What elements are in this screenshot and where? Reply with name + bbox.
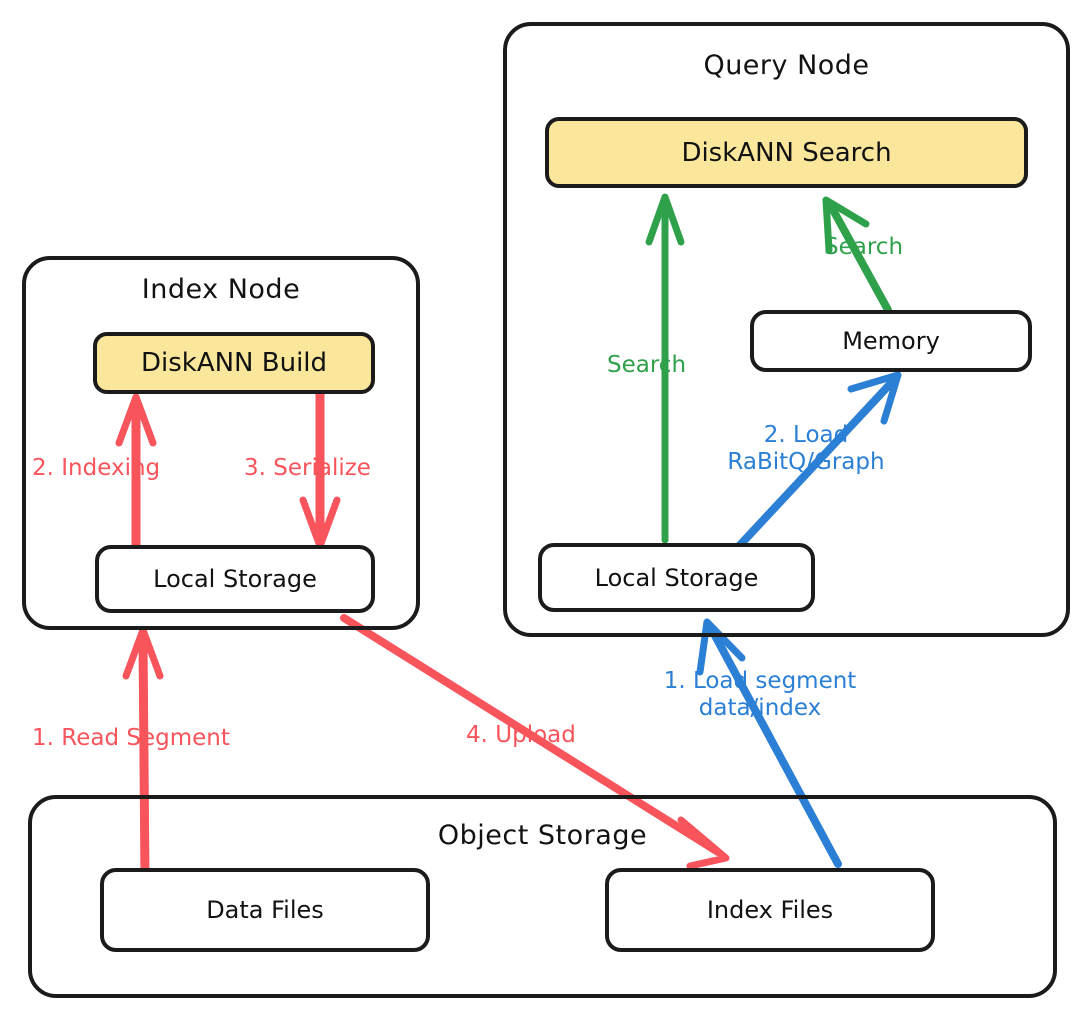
edge-load-rabitq [736, 371, 902, 549]
object-storage-container[interactable] [28, 795, 1057, 998]
edge-indexing [115, 393, 157, 550]
index-files-box[interactable]: Index Files [605, 868, 935, 952]
object-storage-title: Object Storage [437, 820, 648, 851]
diskann-build-label: DiskANN Build [140, 348, 328, 378]
memory-label: Memory [842, 327, 940, 355]
diskann-build-box[interactable]: DiskANN Build [93, 332, 375, 394]
query-node-title: Query Node [703, 50, 870, 81]
edge-read-segment [122, 626, 164, 885]
edge-search-disk [645, 193, 685, 544]
edge-search-memory [822, 196, 892, 314]
index-node-local-storage-label: Local Storage [153, 565, 317, 593]
index-files-label: Index Files [706, 896, 834, 924]
diskann-search-box[interactable]: DiskANN Search [545, 117, 1028, 188]
index-node-local-storage-box[interactable]: Local Storage [95, 545, 375, 613]
edge-load-segment [696, 618, 842, 868]
query-node-container[interactable] [503, 22, 1070, 637]
index-node-container[interactable] [22, 256, 420, 630]
index-node-title: Index Node [141, 274, 301, 305]
diskann-search-label: DiskANN Search [681, 137, 892, 168]
edge-upload [340, 614, 730, 870]
data-files-box[interactable]: Data Files [100, 868, 430, 952]
query-node-local-storage-label: Local Storage [594, 563, 759, 592]
query-node-local-storage-box[interactable]: Local Storage [538, 543, 815, 612]
data-files-label: Data Files [206, 896, 324, 924]
memory-box[interactable]: Memory [750, 310, 1032, 372]
